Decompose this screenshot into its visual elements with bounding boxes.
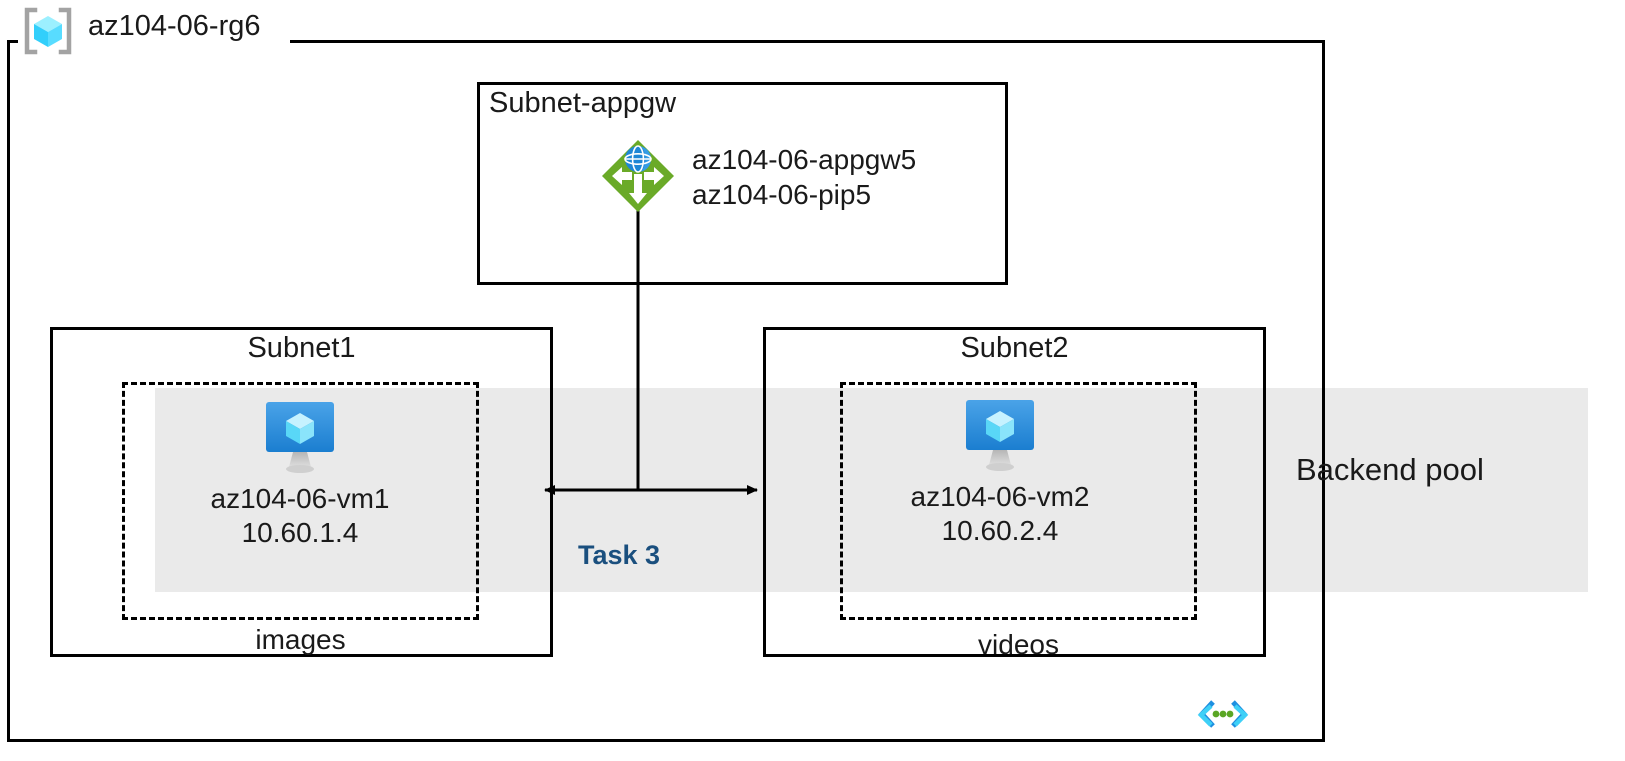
application-gateway-labels: az104-06-appgw5 az104-06-pip5 <box>692 138 916 213</box>
appgw-name: az104-06-appgw5 <box>692 144 917 175</box>
vm1-name: az104-06-vm1 <box>210 483 390 514</box>
subnet1-tier-label: images <box>255 624 346 655</box>
appgw-public-ip: az104-06-pip5 <box>692 179 872 211</box>
subnet2-title: Subnet2 <box>960 332 1069 364</box>
subnet2-tier-label: videos <box>978 629 1059 660</box>
vm2-name: az104-06-vm2 <box>910 481 1090 512</box>
task-label: Task 3 <box>578 540 661 570</box>
backend-pool-label: Backend pool <box>1296 452 1484 487</box>
resource-group-box <box>7 40 1325 742</box>
vm1-node: az104-06-vm1 10.60.1.4 <box>180 400 420 550</box>
backend-pool-band <box>155 388 1588 592</box>
subnet-appgw-box <box>477 82 1008 285</box>
code-brackets-icon <box>1197 700 1249 728</box>
resource-group-title-mask <box>18 28 290 54</box>
resource-group-icon <box>24 7 72 55</box>
application-gateway-node: az104-06-appgw5 az104-06-pip5 <box>600 138 916 214</box>
vm1-ip: 10.60.1.4 <box>241 517 359 549</box>
resource-group-name: az104-06-rg6 <box>88 10 261 42</box>
subnet2-dashed-group <box>840 382 1197 620</box>
subnet1-title: Subnet1 <box>247 332 356 364</box>
subnet1-dashed-group <box>122 382 479 620</box>
subnet2-box <box>763 327 1266 657</box>
virtual-machine-icon <box>266 402 334 473</box>
virtual-machine-icon <box>966 400 1034 471</box>
subnet-appgw-title: Subnet-appgw <box>489 87 677 119</box>
application-gateway-icon <box>602 140 674 212</box>
vm2-node: az104-06-vm2 10.60.2.4 <box>880 398 1120 548</box>
vm2-ip: 10.60.2.4 <box>941 515 1059 547</box>
